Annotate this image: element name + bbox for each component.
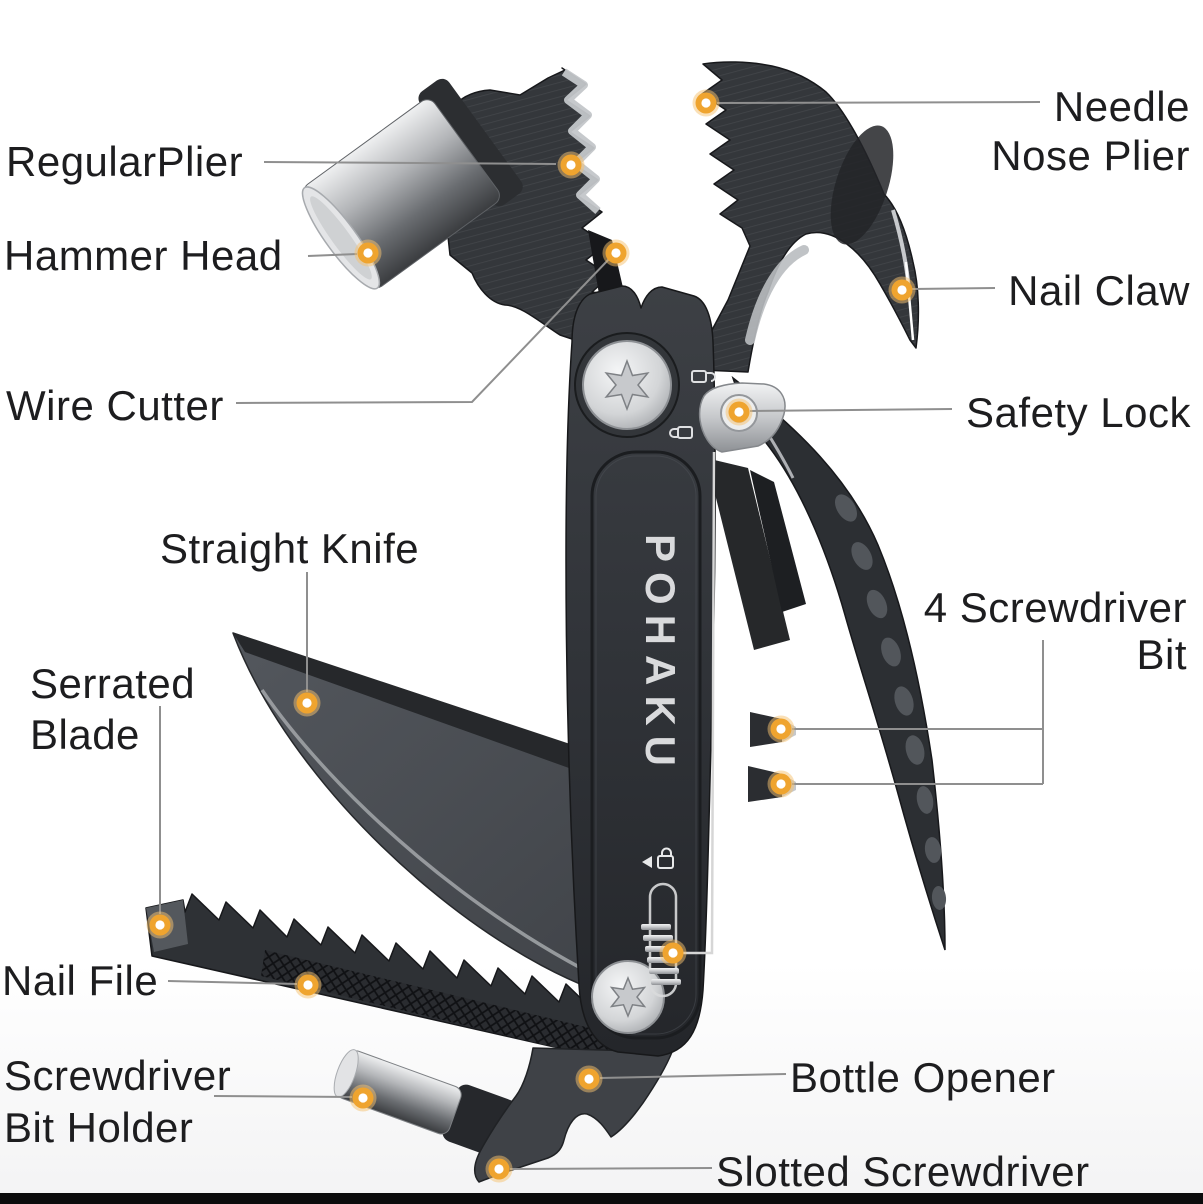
nail-claw-leader-line — [911, 287, 996, 290]
straight-knife-marker — [293, 689, 321, 717]
slotted-screwdriver-leader-line — [509, 1167, 713, 1170]
label-four-screwdriver-bit-line1: 4 Screwdriver — [923, 584, 1187, 631]
needle-nose-leader-line — [716, 101, 1041, 104]
slotted-screwdriver-marker — [485, 1155, 513, 1183]
label-four-screwdriver-bit: 4 Screwdriver Bit — [924, 584, 1187, 678]
safety-lock-marker — [725, 398, 753, 426]
wire-cutter-marker — [602, 239, 630, 267]
label-needle-nose-plier-line1: Needle — [1053, 83, 1190, 130]
slider-ridges — [641, 924, 681, 985]
nail-claw-marker — [888, 276, 916, 304]
label-serrated-blade-line1: Serrated — [30, 660, 196, 707]
screwdriver-bit-marker-1 — [767, 715, 795, 743]
nail-file-texture — [261, 950, 640, 1067]
folded-tool-spines — [706, 458, 806, 650]
label-serrated-blade-line2: Blade — [30, 711, 140, 758]
regular-plier-marker — [557, 151, 585, 179]
label-screwdriver-bit-holder-line1: Screwdriver — [4, 1052, 232, 1099]
leader-lines — [159, 101, 1044, 1170]
unlocked-icon — [691, 370, 716, 383]
bottle-opener-part — [474, 1047, 673, 1183]
label-straight-knife: Straight Knife — [160, 525, 420, 572]
wire-cutter-leader-line — [235, 257, 611, 404]
needle-nose-marker — [692, 89, 720, 117]
regular-plier-leader-line — [263, 161, 557, 165]
unlock-icon — [642, 847, 674, 869]
label-needle-nose-plier-line2: Nose Plier — [991, 132, 1190, 179]
locked-icon — [669, 426, 693, 439]
label-hammer-head: Hammer Head — [4, 232, 283, 279]
slider-lock-line — [679, 451, 716, 955]
label-regular-plier: RegularPlier — [6, 138, 244, 185]
label-safety-lock: Safety Lock — [966, 389, 1191, 436]
hammer-head-marker — [354, 239, 382, 267]
label-screwdriver-bit-holder: Screwdriver Bit Holder — [4, 1050, 231, 1154]
label-slotted-screwdriver: Slotted Screwdriver — [716, 1148, 1090, 1195]
label-serrated-blade: Serrated Blade — [30, 658, 195, 760]
label-nail-claw: Nail Claw — [1008, 267, 1190, 314]
label-screwdriver-bit-holder-line2: Bit Holder — [4, 1104, 194, 1151]
safety-lock-leader-line — [749, 408, 953, 412]
bottle-opener-marker — [575, 1065, 603, 1093]
claw-handle — [731, 375, 947, 951]
bit-holder-leader-line — [213, 1095, 353, 1098]
brand-logo: POHAKU — [637, 534, 684, 776]
label-four-screwdriver-bit-line2: Bit — [1136, 631, 1187, 678]
needle-nose-and-claw — [691, 61, 920, 373]
callout-markers — [146, 89, 916, 1183]
release-slider — [641, 847, 681, 998]
label-nail-file: Nail File — [2, 957, 159, 1004]
label-bottle-opener: Bottle Opener — [790, 1054, 1056, 1101]
bottom-divider-bar — [0, 1193, 1203, 1204]
lock-state-icons — [669, 370, 716, 439]
bit-holder-marker — [349, 1084, 377, 1112]
label-wire-cutter: Wire Cutter — [6, 382, 224, 429]
serrated-blade-marker — [146, 911, 174, 939]
pivot-screw-top — [582, 340, 672, 430]
nail-file-marker — [294, 971, 322, 999]
grip-bumps — [834, 494, 947, 910]
label-needle-nose-plier: Needle Nose Plier — [991, 82, 1190, 180]
bottle-opener-leader-line — [599, 1073, 787, 1079]
nail-file-leader-line — [167, 980, 298, 985]
hammer-head-leader-line — [307, 253, 358, 257]
slider-marker — [659, 939, 687, 967]
screwdriver-bit-marker-2 — [767, 770, 795, 798]
